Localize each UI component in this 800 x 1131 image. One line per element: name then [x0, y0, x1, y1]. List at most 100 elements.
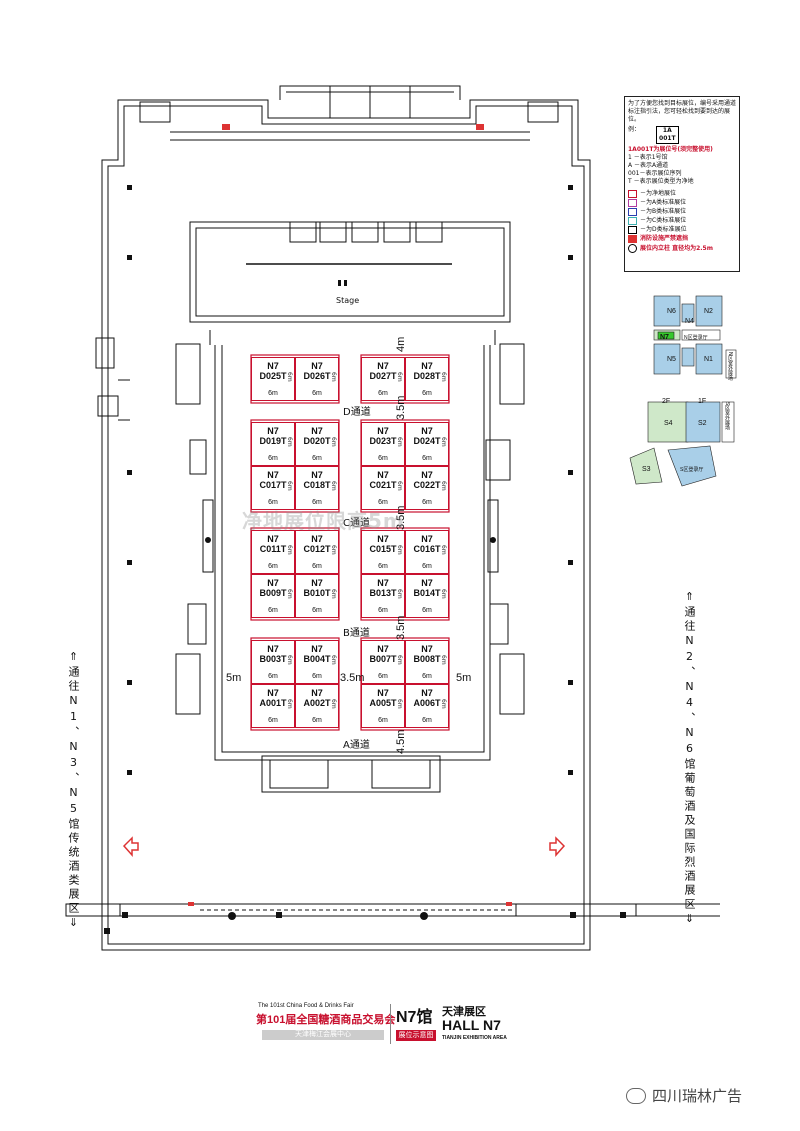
booth-depth: 6m [286, 655, 293, 665]
minimap-n-lobby: N区登录厅 [684, 335, 708, 341]
booth-depth: 6m [396, 372, 403, 382]
dim-bottom: 4.5m [395, 729, 407, 754]
booth-hall: N7 [421, 688, 433, 698]
booth-width: 6m [268, 563, 278, 570]
booth-depth: 6m [440, 481, 447, 491]
booth-code: D028T [413, 371, 441, 381]
booth-depth: 6m [286, 545, 293, 555]
minimap-s2: S2 [698, 420, 707, 427]
footer-fair-en: The 101st China Food & Drinks Fair [258, 1003, 354, 1009]
booth-width: 6m [268, 390, 278, 397]
booth-code: D023T [369, 436, 397, 446]
booth-depth: 6m [330, 699, 337, 709]
legend-type-b: －为B类标准展位 [628, 208, 736, 216]
venue-minimap [629, 295, 737, 487]
booth-hall: N7 [377, 578, 389, 588]
booth-hall: N7 [421, 644, 433, 654]
right-up-arrow: ⇑ [683, 590, 696, 606]
booth-depth: 6m [396, 589, 403, 599]
booth-depth: 6m [286, 372, 293, 382]
dim-top: 4m [395, 336, 407, 352]
legend-type-raw-space: －为净地展位 [628, 190, 736, 198]
booth-depth: 6m [396, 545, 403, 555]
booth-hall: N7 [311, 644, 323, 654]
aisle-b-label: B通道 [343, 628, 370, 639]
booth-code: D026T [303, 371, 331, 381]
dim-b-a: 3.5m [395, 615, 407, 640]
booth-code: D027T [369, 371, 397, 381]
booth-hall: N7 [377, 688, 389, 698]
dim-d-c: 3.5m [395, 395, 407, 420]
booth-width: 6m [312, 717, 322, 724]
minimap-n1: N1 [704, 356, 713, 363]
booth-hall: N7 [311, 578, 323, 588]
booth-code: A001T [259, 698, 287, 708]
brand-name: 四川瑞林广告 [652, 1087, 743, 1105]
booth-hall: N7 [267, 688, 279, 698]
minimap-2f: 2F [662, 398, 671, 405]
minimap-n6: N6 [667, 308, 676, 315]
booth-depth: 6m [440, 699, 447, 709]
booth-depth: 6m [440, 589, 447, 599]
booth-width: 6m [422, 499, 432, 506]
minimap-1f: 1F [698, 398, 707, 405]
right-down-arrow: ⇓ [683, 912, 696, 928]
booth-depth: 6m [330, 372, 337, 382]
booth-depth: 6m [396, 481, 403, 491]
booth-width: 6m [268, 455, 278, 462]
legend-fire-note: 消防设施严禁遮挡 [628, 235, 736, 243]
booth-depth: 6m [396, 699, 403, 709]
legend-line-1: 1 －表示1号馆 [628, 154, 668, 161]
booth-hall: N7 [421, 426, 433, 436]
booth-code: D024T [413, 436, 441, 446]
booth-hall: N7 [377, 426, 389, 436]
right-direction-text: ⇑通往N2、N4、N6馆葡萄酒及国际烈酒展区⇓ [683, 590, 696, 928]
booth-width: 6m [312, 455, 322, 462]
minimap-s-outdoor: S区室外展场 [724, 402, 730, 431]
booth-hall: N7 [311, 688, 323, 698]
left-down-arrow: ⇓ [67, 916, 80, 932]
footer-divider [390, 1004, 391, 1044]
booth-depth: 6m [286, 589, 293, 599]
booth-width: 6m [422, 563, 432, 570]
booth-code: B003T [259, 654, 287, 664]
booth-code: A005T [369, 698, 397, 708]
booth-code: C017T [259, 480, 287, 490]
minimap-n4: N4 [685, 318, 694, 325]
booth-code: D019T [259, 436, 287, 446]
booth-hall: N7 [377, 534, 389, 544]
booth-hall: N7 [267, 578, 279, 588]
booth-width: 6m [312, 499, 322, 506]
booth-width: 6m [312, 390, 322, 397]
minimap-n5: N5 [667, 356, 676, 363]
legend-column-note: 展位内立柱 直径均为2.5m [628, 244, 736, 253]
